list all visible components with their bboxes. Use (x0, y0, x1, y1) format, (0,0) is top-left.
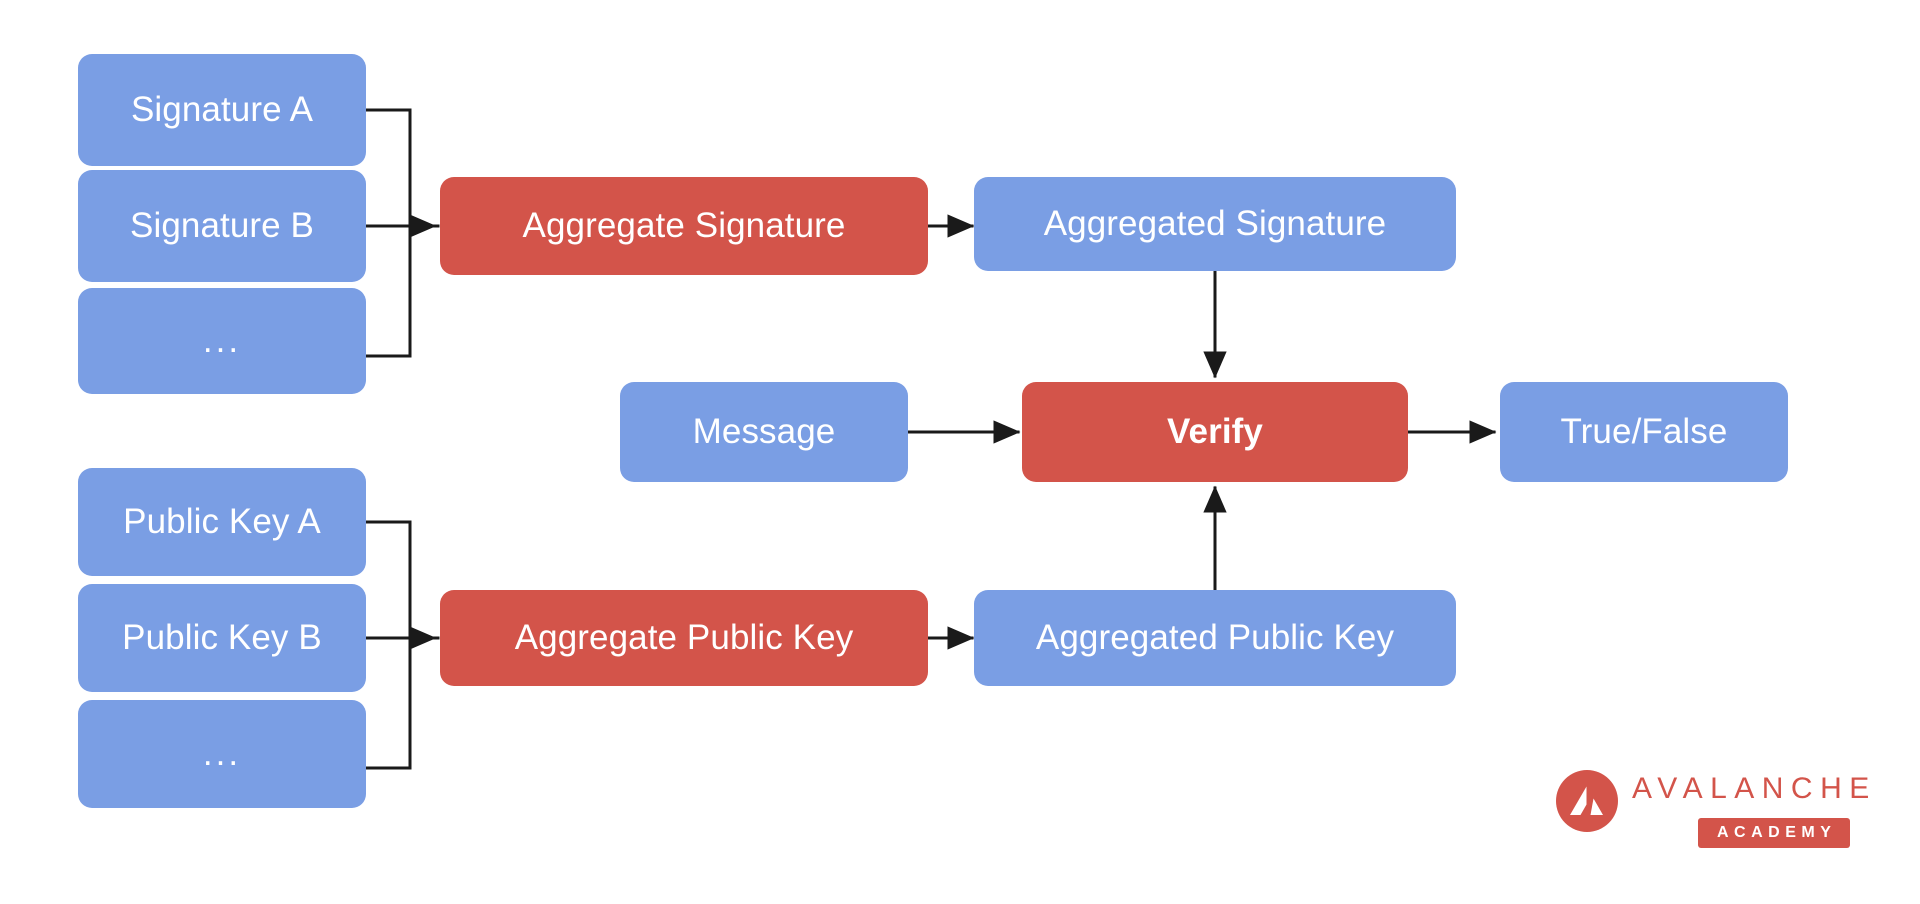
avalanche-a-glyph-icon (1570, 786, 1603, 815)
node-public-key-more[interactable]: ... (78, 700, 366, 808)
avalanche-mark-icon (1556, 770, 1618, 832)
node-signature-more[interactable]: ... (78, 288, 366, 394)
node-aggregate-signature[interactable]: Aggregate Signature (440, 177, 928, 275)
node-public-key-b[interactable]: Public Key B (78, 584, 366, 692)
avalanche-academy-logo: AVALANCHE ACADEMY (1556, 766, 1876, 856)
avalanche-wordmark: AVALANCHE (1632, 772, 1877, 805)
node-verify[interactable]: Verify (1022, 382, 1408, 482)
node-aggregated-public-key[interactable]: Aggregated Public Key (974, 590, 1456, 686)
node-aggregate-public-key[interactable]: Aggregate Public Key (440, 590, 928, 686)
node-message[interactable]: Message (620, 382, 908, 482)
node-aggregated-signature[interactable]: Aggregated Signature (974, 177, 1456, 271)
node-result[interactable]: True/False (1500, 382, 1788, 482)
node-signature-b[interactable]: Signature B (78, 170, 366, 282)
academy-badge: ACADEMY (1698, 818, 1851, 848)
node-public-key-a[interactable]: Public Key A (78, 468, 366, 576)
node-signature-a[interactable]: Signature A (78, 54, 366, 166)
